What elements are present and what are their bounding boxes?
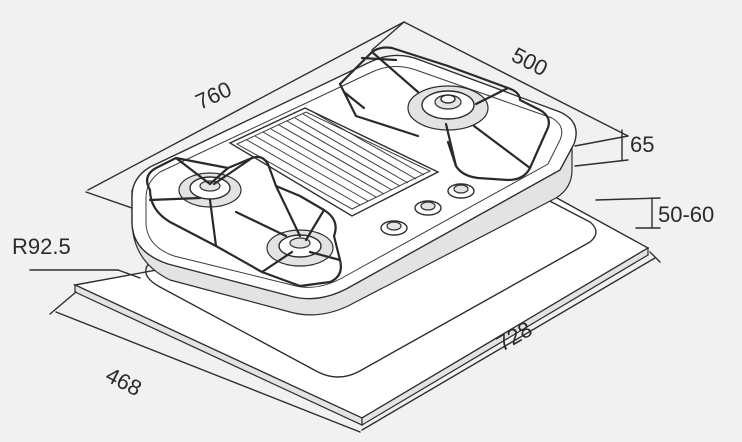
grill-plate — [228, 107, 440, 217]
control-knobs — [380, 183, 475, 236]
cutout-opening — [145, 195, 597, 378]
label-50-60: 50-60 — [658, 202, 714, 227]
knob-2-icon — [414, 200, 442, 216]
countertop-slab — [72, 195, 650, 427]
label-500: 500 — [508, 42, 552, 81]
label-760: 760 — [192, 76, 236, 114]
label-468: 468 — [102, 362, 146, 401]
right-burner — [407, 85, 489, 131]
knob-3-icon — [447, 183, 475, 199]
right-grate — [338, 46, 551, 182]
label-r92-5: R92.5 — [12, 234, 71, 259]
dimension-lines — [29, 21, 661, 433]
label-65: 65 — [630, 132, 654, 157]
knob-1-icon — [380, 220, 408, 236]
left-grate — [145, 155, 342, 288]
grill-ribs — [246, 110, 425, 206]
